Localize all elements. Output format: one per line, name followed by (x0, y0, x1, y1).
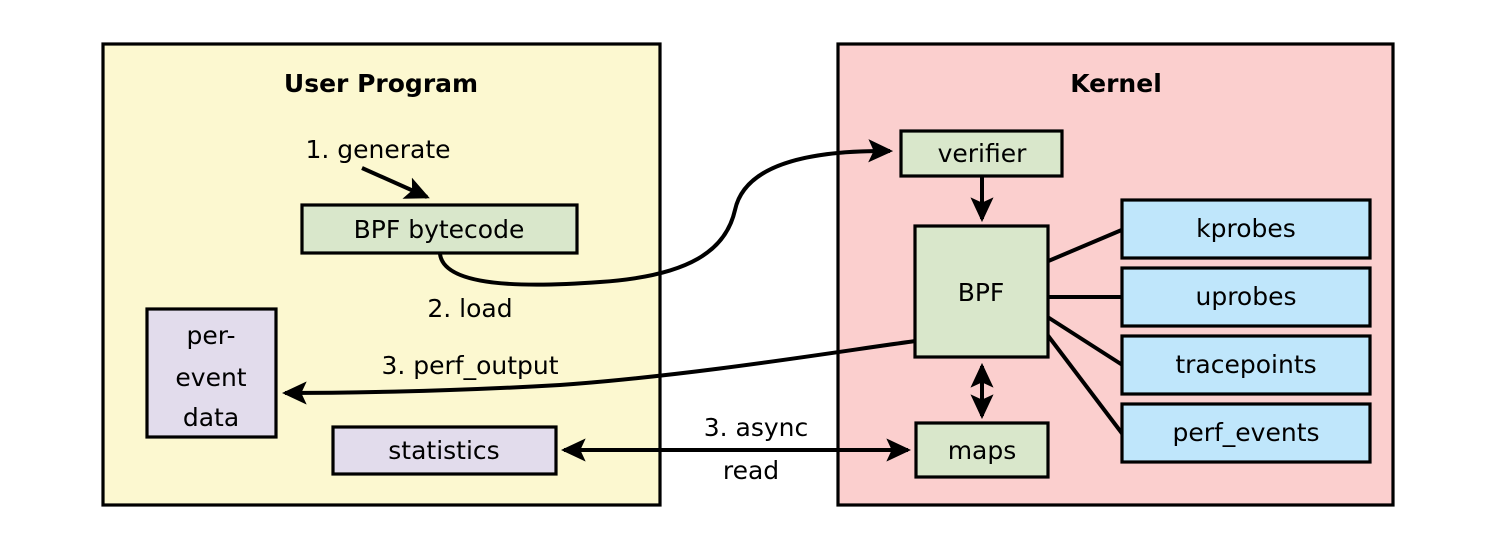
node-statistics-label: statistics (388, 436, 499, 465)
node-verifier-label: verifier (938, 139, 1028, 168)
node-tracepoints-label: tracepoints (1175, 350, 1316, 379)
node-bpf-bytecode-label: BPF bytecode (354, 215, 525, 244)
node-kprobes-rect[interactable] (1120, 198, 1372, 260)
node-statistics[interactable]: statistics (331, 425, 558, 476)
node-uprobes-label: uprobes (1195, 282, 1296, 311)
node-verifier[interactable]: verifier (899, 129, 1064, 178)
panel-kernel-title: Kernel (1070, 69, 1162, 98)
node-per-event-data-rect[interactable] (145, 307, 278, 439)
edge-label-generate: 1. generate (305, 135, 450, 164)
node-perf-events-label: perf_events (1172, 418, 1319, 447)
edge-bpf-perf-events (1044, 331, 1126, 438)
node-bpf[interactable]: BPF (913, 224, 1050, 359)
node-bpf-bytecode-rect[interactable] (300, 203, 579, 255)
node-per-event-data[interactable]: per- event data (145, 307, 278, 439)
node-maps-rect[interactable] (914, 421, 1050, 479)
node-per-event-data-label-line1: per- (187, 321, 236, 350)
node-maps-label: maps (948, 436, 1017, 465)
node-bpf-rect[interactable] (913, 224, 1050, 359)
edge-perf-output-curve (281, 339, 917, 405)
node-per-event-data-label-line3: data (183, 403, 239, 432)
edge-generate-arrow (361, 166, 430, 199)
node-uprobes-rect[interactable] (1120, 266, 1372, 328)
node-statistics-rect[interactable] (331, 425, 558, 476)
node-maps[interactable]: maps (914, 421, 1050, 479)
node-perf-events[interactable]: perf_events (1120, 402, 1372, 464)
edge-bpf-tracepoints (1044, 314, 1126, 368)
edge-bpf-kprobes (1045, 227, 1125, 264)
node-bpf-label: BPF (958, 278, 1005, 307)
node-kprobes-label: kprobes (1196, 214, 1296, 243)
node-kprobes[interactable]: kprobes (1120, 198, 1372, 260)
node-tracepoints[interactable]: tracepoints (1120, 334, 1372, 396)
node-perf-events-rect[interactable] (1120, 402, 1372, 464)
edge-label-async-read-line1: 3. async (704, 413, 809, 442)
edge-label-perf-output: 3. perf_output (381, 351, 558, 380)
edge-label-load: 2. load (427, 294, 512, 323)
node-per-event-data-label-line2: event (175, 363, 246, 392)
node-tracepoints-rect[interactable] (1120, 334, 1372, 396)
node-verifier-rect[interactable] (899, 129, 1064, 178)
node-bpf-bytecode[interactable]: BPF bytecode (300, 203, 579, 255)
panel-user-program-title: User Program (284, 69, 478, 98)
edge-label-async-read-line2: read (723, 456, 779, 485)
node-uprobes[interactable]: uprobes (1120, 266, 1372, 328)
edge-load-curve (438, 139, 894, 287)
